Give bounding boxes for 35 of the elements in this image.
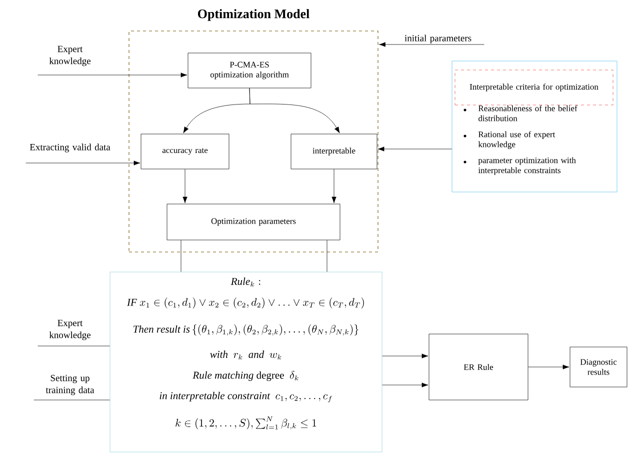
heading-box: Interpretable criteria for optimization	[454, 70, 614, 106]
bullet-text: parameter optimization with interpretable constraints	[478, 157, 576, 175]
rule-formula: $\mathit{with}\ \ r_k\ \ \mathit{and}\ \ w_k$	[210, 350, 282, 360]
input-label: Extracting valid data	[30, 144, 110, 152]
process-box: accuracy rate	[140, 134, 230, 170]
connector-line	[326, 240, 328, 272]
arrow	[382, 382, 428, 388]
arrow	[332, 169, 336, 204]
input-label: Expert knowledge	[49, 320, 91, 340]
rule-formula: $\mathit{Rule}_k:$	[230, 278, 260, 287]
process-box: ER Rule	[428, 334, 528, 400]
connector-line	[180, 240, 182, 272]
input-label: Setting up training data	[46, 374, 94, 396]
arrow	[38, 72, 188, 78]
process-box: Optimization parameters	[166, 204, 340, 240]
frame-label: Optimization Model	[198, 9, 310, 21]
process-box: Diagnostic results	[570, 346, 628, 388]
input-label: initial parameters	[404, 34, 472, 44]
bullet-text: Reasonableness of the belief distribution	[478, 105, 578, 122]
rule-formula: $\mathit{in\ interpretable\ constraint}\ \ c_1,c_2,\ldots,c_f$	[160, 392, 332, 402]
input-label: Expert knowledge	[49, 46, 91, 66]
arrow	[382, 354, 428, 358]
process-box: P-CMA-ES optimization algorithm	[188, 52, 312, 88]
rule-formula: $\mathit{Then\ result\ is}\left\{(\theta_1,\beta_{1,k}),(\theta_2,\beta_{2,k}),\ldots,(\theta_N,\beta_{N,k})\right\}$	[134, 324, 358, 336]
rule-formula: $\mathit{IF}\ x_1\in(c_1,d_1)\vee x_2\in(c_2,d_2)\vee\ldots\vee x_T\in(c_T,d_T)$	[126, 298, 364, 308]
arrow	[182, 169, 188, 204]
rule-formula: $k\in(1,2,\ldots,S),\textstyle\sum_{l=1}^{N}\beta_{l,k}\le 1$	[176, 416, 316, 430]
rule-formula: $\mathit{Rule\ matching}\ \mathrm{degree}\ \ \delta_k$	[192, 370, 298, 381]
arrow	[379, 42, 484, 47]
arrow	[528, 364, 570, 370]
process-box: interpretable	[290, 134, 378, 170]
arrow	[378, 146, 452, 152]
bullet-text: Rational use of expert knowledge	[478, 131, 556, 150]
arrow	[26, 160, 140, 166]
arrow	[249, 88, 340, 134]
